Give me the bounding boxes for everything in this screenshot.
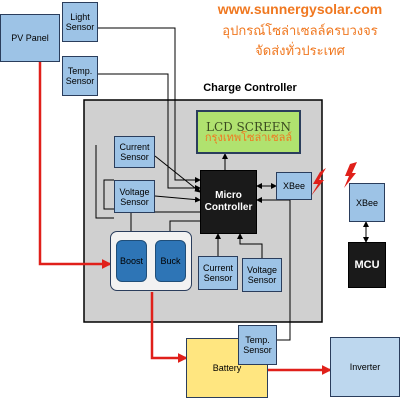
voltage-sensor-bottom-block: Voltage Sensor (242, 258, 282, 292)
xbee-inner-block: XBee (276, 172, 312, 200)
inverter-block: Inverter (330, 337, 400, 397)
xbee-outer-block: XBee (349, 183, 385, 222)
temp-sensor-bottom-block: Temp. Sensor (238, 325, 277, 365)
lcd-screen-label: LCD SCREEN (205, 119, 292, 134)
voltage-sensor-left-block: Voltage Sensor (114, 180, 155, 213)
power-path (38, 62, 332, 375)
mcu-block: MCU (348, 242, 386, 288)
boost-converter-block: Boost (116, 240, 147, 282)
charge-controller-title: Charge Controller (203, 82, 297, 94)
lcd-watermark: กรุงเทพโซล่าเซลล์ (204, 131, 293, 144)
wireless-bolt-icon (344, 162, 357, 188)
current-sensor-left-block: Current Sensor (114, 136, 155, 168)
header-subtitle: จัดส่งทั่วประเทศ (255, 43, 345, 58)
current-sensor-bottom-block: Current Sensor (198, 256, 238, 290)
light-sensor-block: Light Sensor (62, 2, 98, 42)
micro-controller-block: Micro Controller (200, 170, 257, 234)
lcd-screen: LCD SCREEN กรุงเทพโซล่าเซลล์ (196, 110, 301, 154)
temp-sensor-top-block: Temp. Sensor (62, 56, 98, 96)
pv-panel-block: PV Panel (0, 14, 60, 62)
website-url: www.sunnergysolar.com (217, 1, 383, 17)
buck-converter-block: Buck (155, 240, 186, 282)
wireless-bolt-icon (311, 168, 326, 196)
header-tagline: อุปกรณ์โซล่าเซลล์ครบวงจร (222, 23, 378, 38)
